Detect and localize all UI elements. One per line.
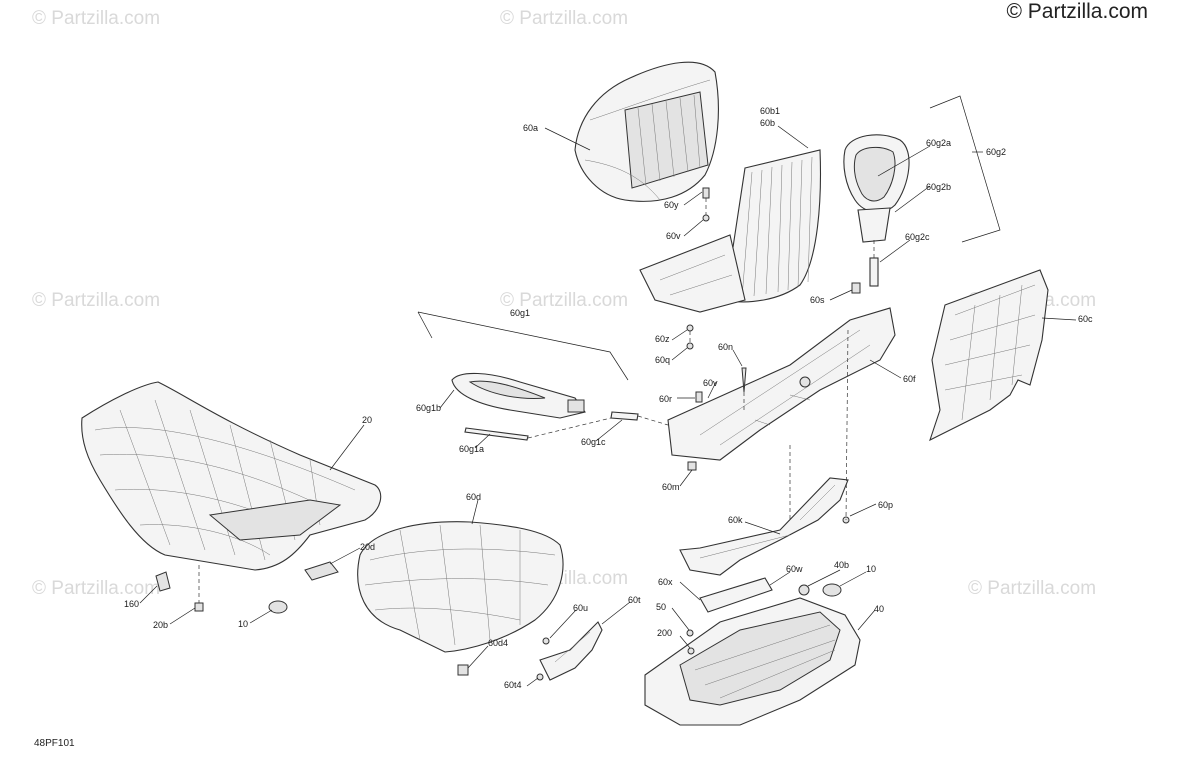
part-60v-washer[interactable] [702,214,710,222]
callout-60u[interactable]: 60u [573,603,588,613]
part-60d4-clip[interactable] [457,664,469,676]
callout-60w[interactable]: 60w [786,564,803,574]
watermark: © Partzilla.com [968,578,1096,599]
callout-200[interactable]: 200 [657,628,672,638]
callout-60b1[interactable]: 60b1 [760,106,780,116]
callout-60k[interactable]: 60k [728,515,743,525]
part-60m-nut[interactable] [687,461,697,471]
part-10-bumper[interactable] [268,600,288,614]
callout-40[interactable]: 40 [874,604,884,614]
part-60k-bracket[interactable] [679,477,849,576]
leader-lines [139,125,1077,687]
part-40b-cap[interactable] [798,584,810,596]
watermark: © Partzilla.com [32,290,160,311]
callout-40b[interactable]: 40b [834,560,849,570]
callout-60m[interactable]: 60m [662,482,680,492]
small-hardware [155,187,861,681]
callout-10[interactable]: 10 [866,564,876,574]
part-10-bumper[interactable] [822,583,842,597]
part-60z-washer[interactable] [686,324,694,332]
callout-60v[interactable]: 60v [703,378,718,388]
callout-60a[interactable]: 60a [523,123,538,133]
part-20d-latch[interactable] [304,561,339,581]
part-60f-seat-support[interactable] [667,307,896,461]
part-60t-latch-lever[interactable] [539,621,603,681]
callout-60f[interactable]: 60f [903,374,916,384]
callout-60n[interactable]: 60n [718,342,733,352]
callout-60c[interactable]: 60c [1078,314,1093,324]
diagram-id: 48PF101 [34,738,75,749]
part-60g1a-pin[interactable] [464,427,529,441]
callout-20[interactable]: 20 [362,415,372,425]
part-200-washer[interactable] [687,647,695,655]
callout-60y[interactable]: 60y [664,200,679,210]
callout-20d[interactable]: 20d [360,542,375,552]
part-60g1c-spacer[interactable] [610,411,639,421]
part-20b-nut[interactable] [194,602,204,612]
part-60a-backrest-cushion[interactable] [574,61,719,202]
part-40-seat-base[interactable] [644,597,861,726]
part-60g1-grab-handle[interactable] [451,372,586,419]
part-60d-seat[interactable] [357,521,564,653]
callout-160[interactable]: 160 [124,599,139,609]
part-60u-screw[interactable] [542,637,550,645]
callout-60x[interactable]: 60x [658,577,673,587]
callout-labels: 60a 60b1 60b 60g2a 60g2 60g2b 60g2c 60y … [124,106,1093,690]
part-60c-side-cover[interactable] [929,269,1049,442]
part-60t4-screw[interactable] [536,673,544,681]
callout-60g2a[interactable]: 60g2a [926,138,951,148]
watermark: © Partzilla.com [500,290,628,311]
callout-60g1c[interactable]: 60g1c [581,437,606,447]
part-60y-bolt[interactable] [702,187,710,199]
watermark: © Partzilla.com [32,8,160,29]
part-60b-backrest-frame[interactable] [639,149,822,313]
copyright-notice: © Partzilla.com [1006,0,1148,23]
callout-60g2b[interactable]: 60g2b [926,182,951,192]
callout-60r[interactable]: 60r [659,394,672,404]
group-brackets [417,95,1001,381]
callout-50[interactable]: 50 [656,602,666,612]
part-160-clip[interactable] [155,571,171,592]
callout-60t4[interactable]: 60t4 [504,680,522,690]
callout-60q[interactable]: 60q [655,355,670,365]
assembly-lines [198,198,875,603]
part-20-seat[interactable] [81,381,382,571]
part-60w-plate[interactable] [699,577,773,613]
part-60n-screw[interactable] [741,367,747,393]
part-60g2-headrest[interactable] [843,134,910,287]
callout-60s[interactable]: 60s [810,295,825,305]
callout-60b[interactable]: 60b [760,118,775,128]
callout-60v[interactable]: 60v [666,231,681,241]
callout-60d4[interactable]: 60d4 [488,638,508,648]
callout-60g1b[interactable]: 60g1b [416,403,441,413]
callout-60z[interactable]: 60z [655,334,670,344]
callout-60p[interactable]: 60p [878,500,893,510]
callout-60t[interactable]: 60t [628,595,641,605]
callout-60g2[interactable]: 60g2 [986,147,1006,157]
callout-60g1[interactable]: 60g1 [510,308,530,318]
part-60r-bolt[interactable] [695,391,703,403]
callout-60g2c[interactable]: 60g2c [905,232,930,242]
part-60q-nut[interactable] [686,342,694,350]
part-50-screw[interactable] [686,629,694,637]
watermark: © Partzilla.com [32,578,160,599]
callout-10[interactable]: 10 [238,619,248,629]
part-60s-clip[interactable] [851,282,861,294]
callout-60d[interactable]: 60d [466,492,481,502]
callout-60g1a[interactable]: 60g1a [459,444,484,454]
watermark: © Partzilla.com [500,8,628,29]
callout-20b[interactable]: 20b [153,620,168,630]
